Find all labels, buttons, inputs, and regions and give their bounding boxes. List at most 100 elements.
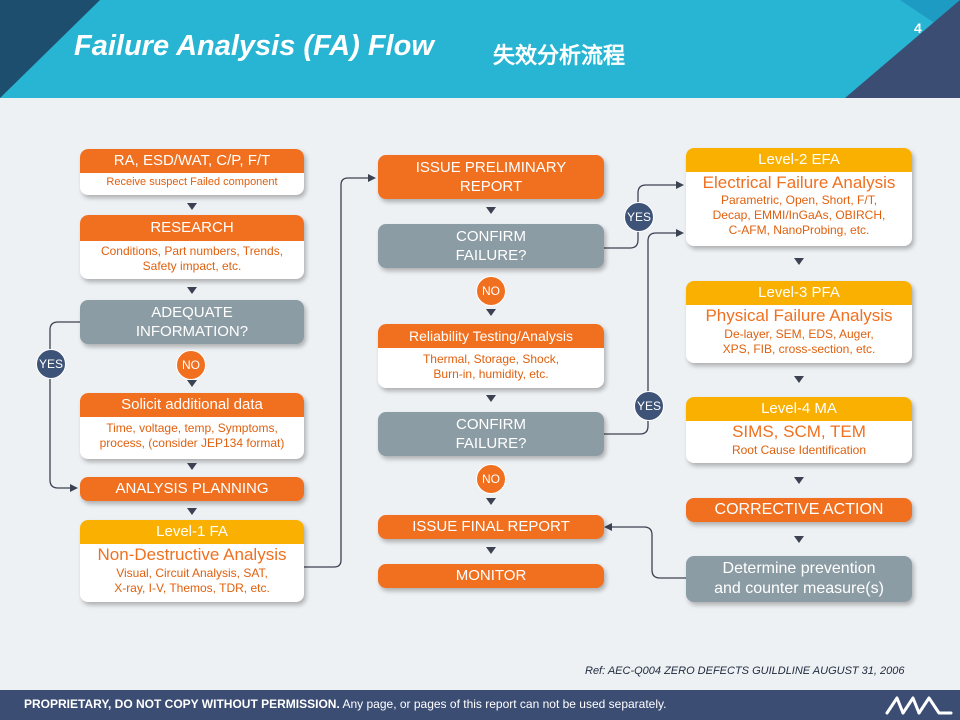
no-label: NO <box>476 276 506 306</box>
level3-desc-line: De-layer, SEM, EDS, Auger, <box>724 327 874 341</box>
adequate-info-decision: ADEQUATE INFORMATION? <box>80 300 304 344</box>
reliability-testing-box: Reliability Testing/Analysis Thermal, St… <box>378 324 604 388</box>
down-arrow <box>187 287 197 294</box>
confirm-line: CONFIRM <box>456 228 526 245</box>
level1-desc-line: X-ray, I-V, Themos, TDR, etc. <box>114 581 270 595</box>
level3-desc: De-layer, SEM, EDS, Auger, XPS, FIB, cro… <box>686 326 912 359</box>
header-banner <box>0 0 960 98</box>
reference-note: Ref: AEC-Q004 ZERO DEFECTS GUILDLINE AUG… <box>585 665 905 677</box>
solicit-desc-line: process, (consider JEP134 format) <box>99 436 285 450</box>
level3-subtitle: Physical Failure Analysis <box>705 306 893 325</box>
level1-fa-box: Level-1 FA Non-Destructive Analysis Visu… <box>80 520 304 602</box>
footer-normal: Any page, or pages of this report can no… <box>339 697 667 711</box>
level2-title: Level-2 EFA <box>686 148 912 172</box>
adequate-line: ADEQUATE <box>151 304 233 321</box>
research-box: RESEARCH Conditions, Part numbers, Trend… <box>80 215 304 279</box>
level1-desc-line: Visual, Circuit Analysis, SAT, <box>116 566 268 580</box>
corrective-action-box: CORRECTIVE ACTION <box>686 498 912 522</box>
level2-efa-box: Level-2 EFA Electrical Failure Analysis … <box>686 148 912 246</box>
level2-desc: Parametric, Open, Short, F/T, Decap, EMM… <box>686 193 912 240</box>
receive-component-title: RA, ESD/WAT, C/P, F/T <box>80 149 304 173</box>
down-arrow <box>794 376 804 383</box>
level1-to-prelim-connector <box>304 177 368 568</box>
reliability-desc-line: Burn-in, humidity, etc. <box>433 367 549 381</box>
level1-subtitle: Non-Destructive Analysis <box>97 545 287 564</box>
yes-connector-left <box>49 321 80 489</box>
solicit-title: Solicit additional data <box>80 393 304 417</box>
level4-ma-box: Level-4 MA SIMS, SCM, TEM Root Cause Ide… <box>686 397 912 463</box>
confirm-line: CONFIRM <box>456 416 526 433</box>
solicit-desc: Time, voltage, temp, Symptoms, process, … <box>80 417 304 453</box>
reliability-desc-line: Thermal, Storage, Shock, <box>422 352 560 366</box>
company-logo <box>885 696 953 715</box>
monitor-box: MONITOR <box>378 564 604 588</box>
preliminary-report-box: ISSUE PRELIMINARY REPORT <box>378 155 604 199</box>
level2-subtitle: Electrical Failure Analysis <box>702 173 896 192</box>
research-desc-line: Conditions, Part numbers, Trends, <box>100 244 284 258</box>
down-arrow <box>486 498 496 505</box>
yes-connector-confirm2 <box>604 232 676 435</box>
no-label: NO <box>176 350 206 380</box>
solicit-data-box: Solicit additional data Time, voltage, t… <box>80 393 304 459</box>
no-label: NO <box>476 464 506 494</box>
reliability-title: Reliability Testing/Analysis <box>378 324 604 348</box>
footer-bold: PROPRIETARY, DO NOT COPY WITHOUT PERMISS… <box>24 697 340 711</box>
level1-title: Level-1 FA <box>80 520 304 544</box>
down-arrow <box>794 477 804 484</box>
confirm-line: FAILURE? <box>455 435 527 452</box>
arrowhead <box>604 523 612 531</box>
footer-text: PROPRIETARY, DO NOT COPY WITHOUT PERMISS… <box>24 697 666 711</box>
research-title: RESEARCH <box>80 215 304 241</box>
banner-decoration <box>0 0 100 98</box>
page-title: Failure Analysis (FA) Flow <box>74 30 434 62</box>
level3-title: Level-3 PFA <box>686 281 912 305</box>
receive-component-box: RA, ESD/WAT, C/P, F/T Receive suspect Fa… <box>80 149 304 195</box>
level2-desc-line: Decap, EMMI/InGaAs, OBIRCH, <box>712 208 886 222</box>
receive-component-desc: Receive suspect Failed component <box>106 176 278 188</box>
down-arrow <box>187 203 197 210</box>
confirm-line: FAILURE? <box>455 247 527 264</box>
page-subtitle: 失效分析流程 <box>493 44 626 69</box>
down-arrow <box>486 207 496 214</box>
adequate-line: INFORMATION? <box>135 323 249 340</box>
arrowhead <box>368 174 376 182</box>
level2-desc-line: C-AFM, NanoProbing, etc. <box>728 223 870 237</box>
down-arrow <box>486 547 496 554</box>
yes-label: YES <box>634 391 664 421</box>
down-arrow <box>187 380 197 387</box>
prelim-line: ISSUE PRELIMINARY <box>415 159 567 176</box>
determine-to-final-connector <box>612 526 686 579</box>
solicit-desc-line: Time, voltage, temp, Symptoms, <box>106 421 278 435</box>
research-desc-line: Safety impact, etc. <box>142 259 242 273</box>
determine-line: Determine prevention <box>722 560 876 577</box>
down-arrow <box>794 536 804 543</box>
footer-bar <box>0 690 960 720</box>
confirm-failure-decision-2: CONFIRM FAILURE? <box>378 412 604 456</box>
yes-label: YES <box>624 202 654 232</box>
down-arrow <box>486 309 496 316</box>
level1-desc: Visual, Circuit Analysis, SAT, X-ray, I-… <box>80 565 304 598</box>
level4-title: Level-4 MA <box>686 397 912 421</box>
prelim-line: REPORT <box>459 178 523 195</box>
final-report-box: ISSUE FINAL REPORT <box>378 515 604 539</box>
level2-desc-line: Parametric, Open, Short, F/T, <box>720 193 878 207</box>
page-number: 4 <box>914 20 922 36</box>
down-arrow <box>187 463 197 470</box>
arrowhead <box>676 181 684 189</box>
reliability-desc: Thermal, Storage, Shock, Burn-in, humidi… <box>378 348 604 384</box>
yes-label: YES <box>36 349 66 379</box>
banner-decoration <box>845 0 960 98</box>
research-desc: Conditions, Part numbers, Trends, Safety… <box>80 241 304 276</box>
level4-subtitle: SIMS, SCM, TEM <box>732 422 866 441</box>
determine-line: and counter measure(s) <box>714 580 884 597</box>
arrowhead <box>70 484 78 492</box>
level4-desc-line: Root Cause Identification <box>731 443 867 457</box>
down-arrow <box>794 258 804 265</box>
level3-pfa-box: Level-3 PFA Physical Failure Analysis De… <box>686 281 912 363</box>
analysis-planning-box: ANALYSIS PLANNING <box>80 477 304 501</box>
confirm-failure-decision-1: CONFIRM FAILURE? <box>378 224 604 268</box>
down-arrow <box>187 508 197 515</box>
level3-desc-line: XPS, FIB, cross-section, etc. <box>722 342 876 356</box>
arrowhead <box>676 229 684 237</box>
